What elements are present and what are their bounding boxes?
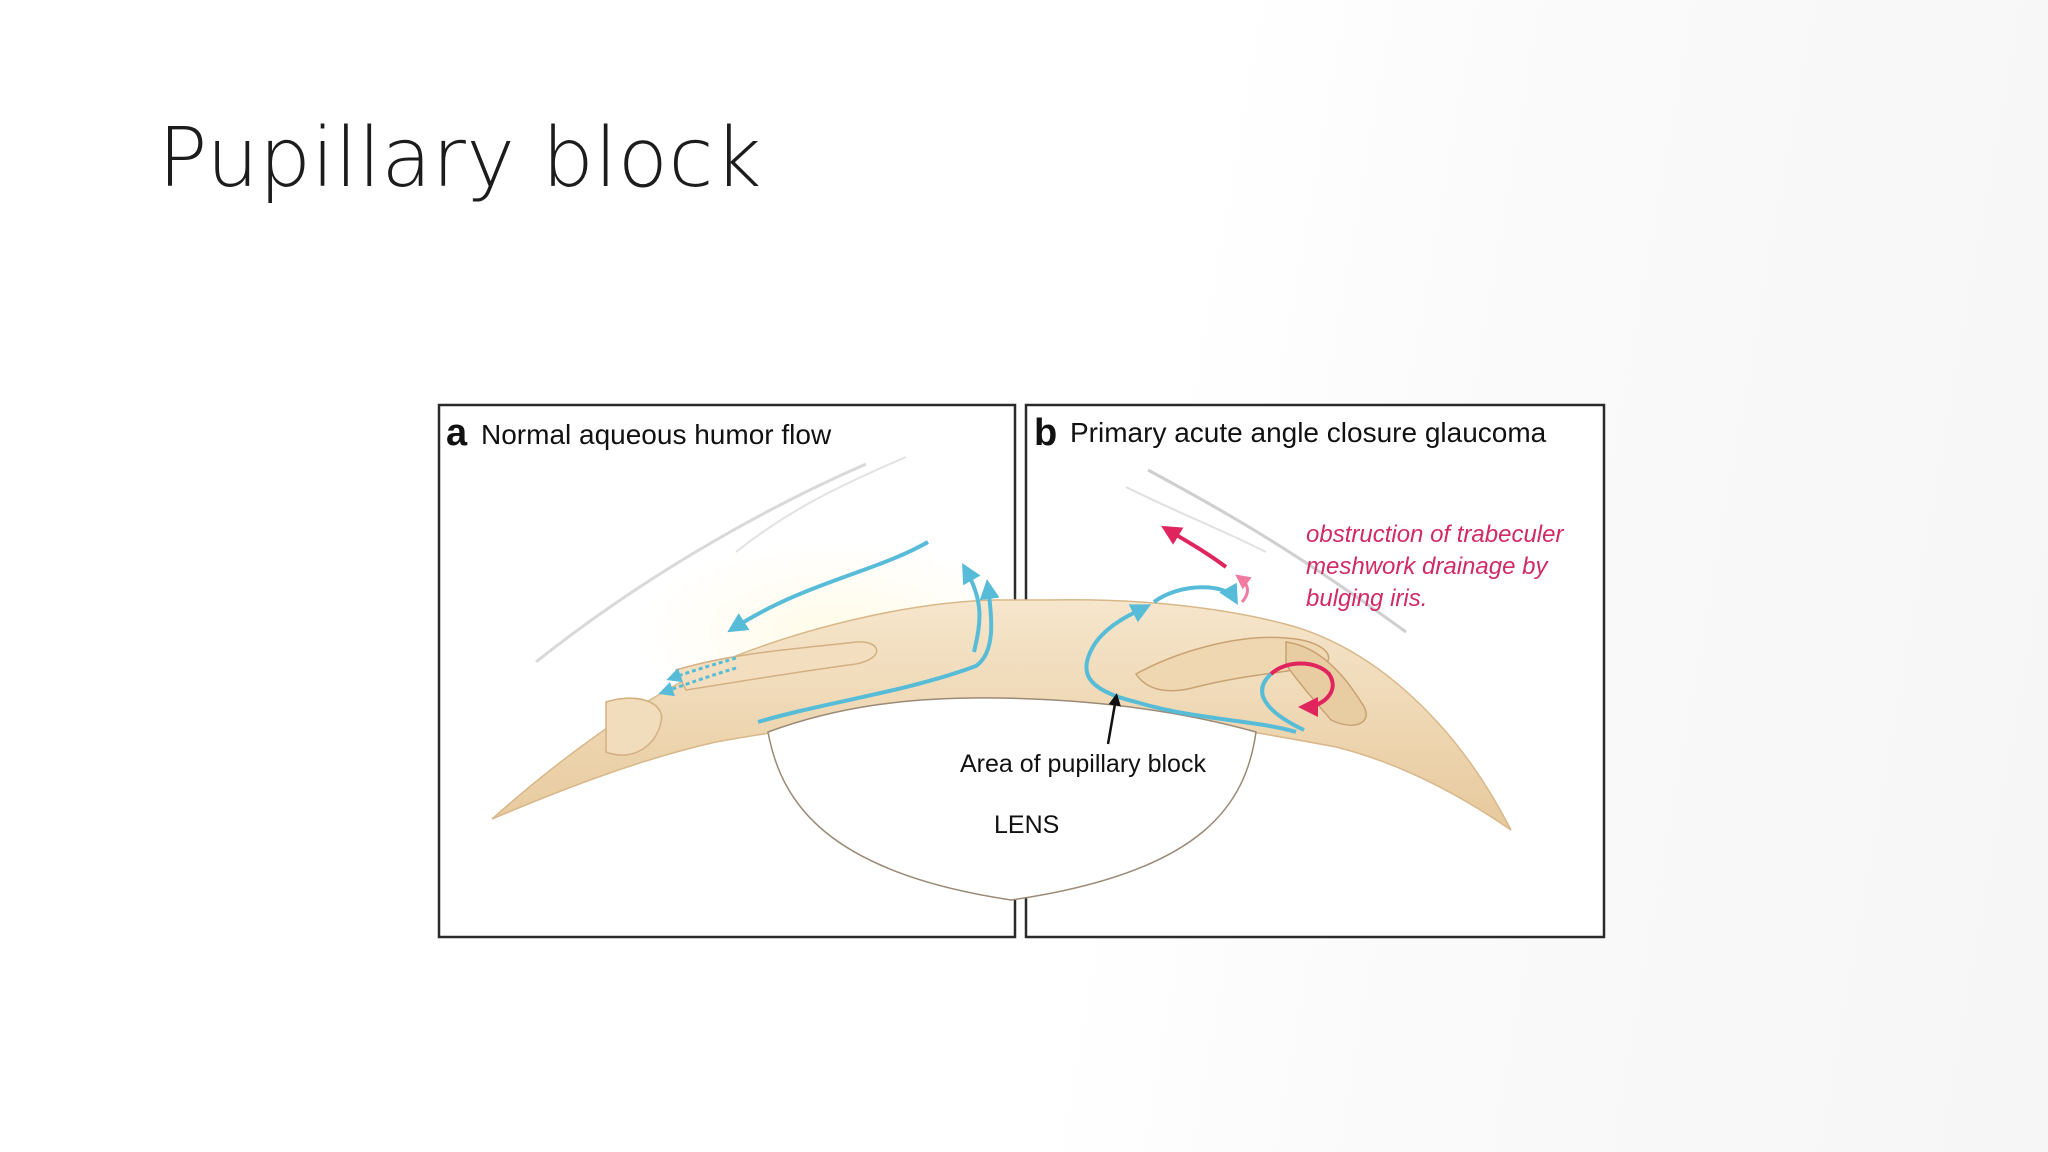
annotation-line-2: meshwork drainage by — [1306, 553, 1549, 580]
cornea-line-a2 — [735, 456, 907, 553]
iris-a — [674, 641, 878, 691]
flow-arrow-a-dotted2 — [658, 666, 737, 697]
pupillary-block-pointer — [1106, 693, 1121, 745]
pupillary-block-figure: a Normal aqueous humor flow b Primary ac… — [436, 402, 1608, 940]
cornea-line-b — [1147, 468, 1407, 634]
flow-arrow-a-main — [757, 579, 1000, 724]
lens-label: LENS — [994, 811, 1059, 839]
cornea-line-a — [535, 462, 867, 664]
slide-title: Pupillary block — [158, 111, 763, 206]
cornea-line-b2 — [1125, 486, 1267, 553]
obstruction-loop-arrow — [1269, 661, 1335, 717]
flow-arrow-b-top — [1152, 582, 1238, 605]
flow-arrow-a-top — [727, 540, 929, 633]
obstruction-arrow-up — [1161, 525, 1228, 569]
figure-svg: a Normal aqueous humor flow b Primary ac… — [437, 403, 1606, 939]
obstruction-arrow-small — [1235, 574, 1252, 604]
flow-arrow-a-up — [962, 563, 982, 653]
panel-a-letter: a — [446, 412, 468, 454]
panel-b-caption: Primary acute angle closure glaucoma — [1070, 417, 1547, 448]
ciliary-process-a — [605, 697, 663, 756]
panel-a-caption: Normal aqueous humor flow — [481, 419, 832, 450]
flow-arrow-b-inner — [1260, 672, 1305, 732]
panel-b-letter: b — [1034, 412, 1057, 454]
flow-arrow-a-dotted1 — [666, 656, 737, 683]
lens — [767, 697, 1257, 901]
flow-arrow-b-main — [1084, 604, 1297, 734]
annotation-line-3: bulging iris. — [1306, 585, 1427, 612]
pupillary-block-label: Area of pupillary block — [960, 750, 1206, 778]
annotation-line-1: obstruction of trabeculer — [1306, 521, 1564, 548]
